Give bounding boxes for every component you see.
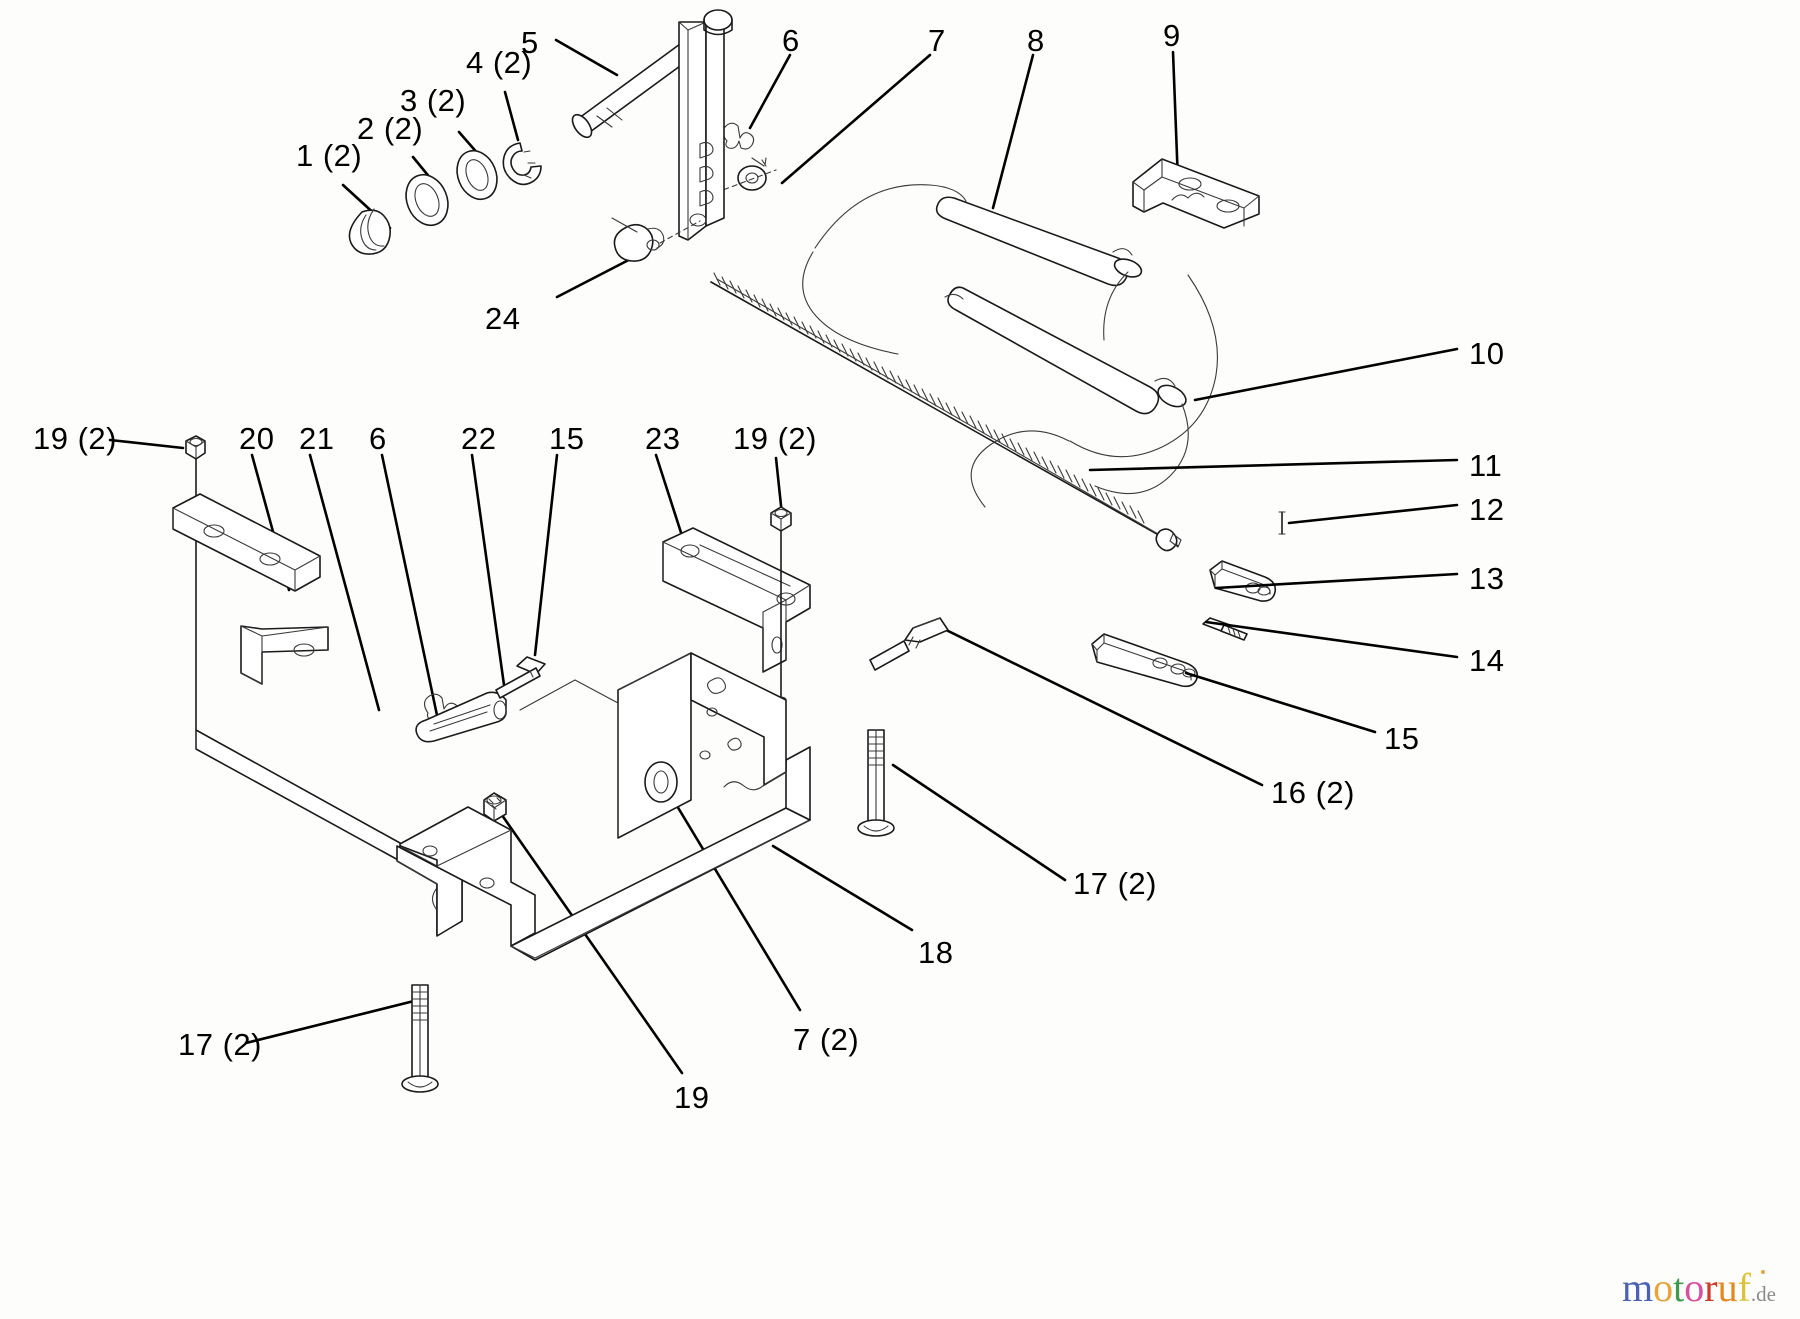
part-1-cap [348,208,391,255]
part-18-left-bracket [396,845,463,937]
callout-19-c: 19 [674,1080,710,1115]
watermark-letter-t: t [1673,1265,1685,1310]
callout-14: 14 [1469,643,1505,678]
part-15-link-right [1091,633,1199,688]
part-13-link [1209,560,1277,602]
callout-5: 5 [521,25,539,60]
callout-6: 6 [782,23,800,58]
callout-12: 12 [1469,492,1505,527]
callout-18: 18 [918,935,954,970]
watermark-dot-accent [1761,1270,1765,1274]
part-11-threaded-rod [710,272,1182,552]
callout-17-a: 17 (2) [1073,866,1157,901]
part-22-link-arm [415,691,507,743]
callout-16: 16 (2) [1271,775,1355,810]
callout-8: 8 [1027,23,1045,58]
part-3-washer [456,149,498,201]
watermark-letter-o: o [1684,1265,1705,1310]
part-23-angle-bracket [662,527,811,673]
callout-15-left: 15 [549,421,585,456]
part-4-retaining-ring [502,142,542,186]
part-16-bolt [869,617,949,671]
part-2-washer [405,173,449,227]
callout-22: 22 [461,421,497,456]
callout-24: 24 [485,301,521,336]
watermark-letters: motoruf [1622,1265,1751,1310]
callout-17-b: 17 (2) [178,1027,262,1062]
leader-lines-right [936,347,1459,787]
part-12-pin [1278,511,1286,535]
callout-19-a: 19 (2) [33,421,117,456]
callout-6-lower: 6 [369,421,387,456]
part-7-washer-lower [644,761,678,803]
part-9-bracket [1132,158,1260,229]
part-5-pivot-rod [571,32,712,139]
callout-19-b: 19 (2) [733,421,817,456]
callout-13: 13 [1469,561,1505,596]
part-21-angle-bracket [240,625,329,685]
leader-lines-lower [108,438,1067,1075]
callout-3: 3 (2) [400,83,467,118]
part-19-locknut-a [185,435,206,731]
watermark-letter-u: u [1717,1265,1738,1310]
motoruf-watermark: motoruf.de [1622,1268,1776,1308]
part-24-bushing [611,217,665,262]
watermark-letter-f: f [1737,1265,1751,1310]
callout-15-right: 15 [1384,721,1420,756]
part-17-bolt-right [857,729,895,837]
watermark-letter-r: r [1704,1265,1718,1310]
watermark-suffix: .de [1750,1282,1776,1306]
callout-1: 1 (2) [296,138,363,173]
callout-9: 9 [1163,18,1181,53]
callout-7: 7 [928,23,946,58]
callout-7-lower: 7 (2) [793,1022,860,1057]
upper-pivot-bracket [659,9,733,244]
callout-20: 20 [239,421,275,456]
part-19-locknut-c [483,792,507,822]
callout-4: 4 (2) [466,45,533,80]
part-20-flat-bar [172,493,321,592]
part-6-clip-top [722,122,767,167]
callout-2: 2 (2) [357,111,424,146]
part-15-pin-lower [495,656,546,699]
callout-23: 23 [645,421,681,456]
callout-10: 10 [1469,336,1505,371]
callout-11: 11 [1469,448,1503,483]
watermark-letter-o: o [1653,1265,1674,1310]
callout-21: 21 [299,421,335,456]
watermark-letter-m: m [1622,1265,1654,1310]
part-8-hose-loop [802,184,1219,508]
part-17-bolt-left [401,984,439,1093]
part-18-deck-frame [195,652,811,961]
